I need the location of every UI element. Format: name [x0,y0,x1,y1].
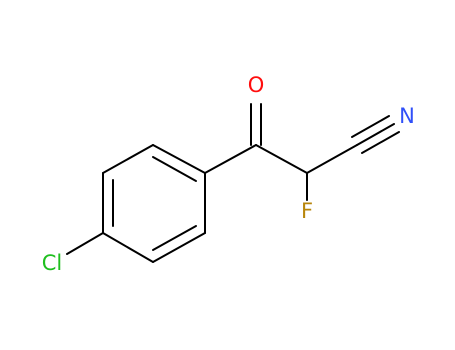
bond-nitrile-triple-b [356,123,395,146]
bond-cf-to-nitrile-c [306,144,358,174]
chlorine-label: Cl [42,251,63,275]
benzene-ring [102,144,206,263]
oxygen-label: O [248,73,265,97]
bond-ring-to-chlorine [66,232,104,255]
ring-bond-c2-c3 [102,144,154,174]
ring-bond-c5-c6-inner [152,225,197,251]
ring-bond-c5-c6 [152,232,206,263]
fluorine-label: F [301,199,313,223]
bond-carbonyl-to-cf [255,144,308,174]
bond-nitrile-triple-c [361,131,400,154]
nitrogen-label: N [399,104,415,128]
ring-bond-c1-c2 [152,144,206,174]
ring-bond-c1-c2-inner [152,156,197,182]
ring-bond-c4-c5 [102,232,154,263]
bond-nitrile-triple-a [351,115,390,138]
bond-ring-to-carbonyl [204,144,257,174]
